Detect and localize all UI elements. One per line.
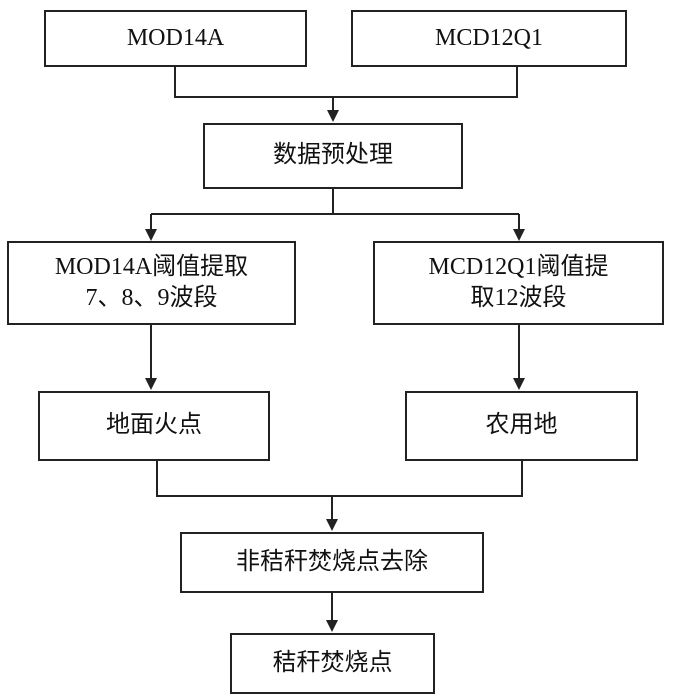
node-mcd12q1-threshold-line1: MCD12Q1阈值提 — [428, 253, 609, 280]
node-mod14a-threshold-line2: 7、8、9波段 — [85, 285, 218, 311]
node-remove-non-straw: 非秸秆焚烧点去除 — [180, 532, 484, 593]
node-farmland-label: 农用地 — [485, 412, 558, 439]
node-mcd12q1-threshold: MCD12Q1阈值提 取12波段 — [373, 241, 664, 325]
node-ground-fire: 地面火点 — [38, 391, 270, 461]
node-mod14a-label: MOD14A — [126, 24, 225, 51]
merge-connector-bottom — [156, 461, 523, 497]
node-mod14a: MOD14A — [44, 10, 307, 67]
node-mod14a-threshold: MOD14A阈值提取 7、8、9波段 — [7, 241, 296, 325]
node-mcd12q1-threshold-line2: 取12波段 — [470, 285, 567, 311]
node-mod14a-threshold-line1: MOD14A阈值提取 — [54, 253, 249, 280]
node-ground-fire-label: 地面火点 — [106, 412, 202, 439]
node-farmland: 农用地 — [405, 391, 638, 461]
merge-connector-top — [174, 67, 518, 98]
node-preprocess: 数据预处理 — [203, 123, 463, 189]
node-remove-non-straw-label: 非秸秆焚烧点去除 — [236, 548, 428, 575]
node-straw-burning: 秸秆焚烧点 — [230, 633, 435, 694]
node-mcd12q1: MCD12Q1 — [351, 10, 627, 67]
node-mcd12q1-label: MCD12Q1 — [434, 24, 543, 51]
node-preprocess-label: 数据预处理 — [273, 142, 393, 169]
node-straw-burning-label: 秸秆焚烧点 — [272, 649, 393, 676]
